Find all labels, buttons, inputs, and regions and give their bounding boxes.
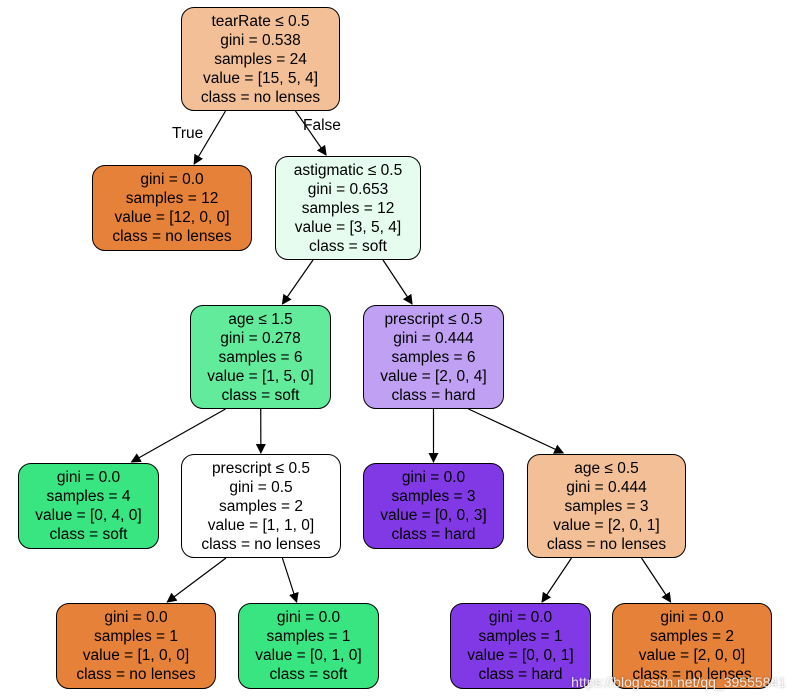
edge-arrow-4-to-8 xyxy=(468,408,565,454)
node-text-line: samples = 12 xyxy=(301,199,395,217)
watermark-text: https://blog.csdn.net/qq_39555841 xyxy=(571,674,786,690)
node-text-line: samples = 3 xyxy=(391,488,476,505)
node-text-line: value = [15, 5, 4] xyxy=(202,69,319,87)
node-text-line: value = [3, 5, 4] xyxy=(294,218,402,236)
edge-arrow-6-to-10 xyxy=(281,557,299,603)
node-text-line: value = [0, 4, 0] xyxy=(35,507,142,524)
node-text-line: gini = 0.0 xyxy=(401,469,466,486)
node-text-line: prescript ≤ 0.5 xyxy=(211,459,311,477)
node-text-line: gini = 0.0 xyxy=(276,609,341,626)
node-text-line: class = hard xyxy=(391,386,476,404)
node-text-line: samples = 6 xyxy=(391,348,476,366)
edge-arrow-8-to-12 xyxy=(640,557,672,603)
node-text-line: samples = 4 xyxy=(46,488,131,505)
edge-label-true: True xyxy=(172,125,204,142)
node-text-line: value = [12, 0, 0] xyxy=(114,209,230,226)
edge-label-false: False xyxy=(303,117,341,134)
tree-node-10: gini = 0.0 samples = 1 value = [0, 1, 0] cl… xyxy=(238,603,379,689)
node-text-line: gini = 0.5 xyxy=(229,478,293,496)
edge-arrow-2-to-4 xyxy=(382,259,413,305)
node-text-line: class = no lenses xyxy=(201,535,321,553)
node-text-line: class = soft xyxy=(221,386,300,404)
node-text-line: gini = 0.653 xyxy=(307,180,389,198)
tree-node-7: gini = 0.0 samples = 3 value = [0, 0, 3] cl… xyxy=(363,463,504,549)
node-text-line: value = [2, 0, 4] xyxy=(380,367,487,385)
node-text-line: gini = 0.278 xyxy=(220,329,301,347)
edge-arrow-2-to-3 xyxy=(281,259,314,305)
node-text-line: samples = 1 xyxy=(478,628,563,645)
node-text-line: class = soft xyxy=(269,666,348,683)
tree-node-9: gini = 0.0 samples = 1 value = [1, 0, 0] cl… xyxy=(56,603,216,689)
node-text-line: gini = 0.538 xyxy=(220,31,301,49)
node-text-line: class = hard xyxy=(391,526,476,543)
node-text-line: value = [2, 0, 0] xyxy=(638,647,746,664)
node-text-line: gini = 0.444 xyxy=(393,329,474,347)
node-text-line: samples = 1 xyxy=(93,628,178,645)
node-text-line: samples = 6 xyxy=(218,348,303,366)
edge-arrow-8-to-11 xyxy=(541,557,572,603)
node-text-line: value = [2, 0, 1] xyxy=(553,516,660,534)
node-text-line: class = soft xyxy=(309,237,387,255)
tree-node-12: gini = 0.0 samples = 2 value = [2, 0, 0] cl… xyxy=(612,603,772,689)
edge-arrow-3-to-5 xyxy=(130,408,226,463)
tree-node-1: gini = 0.0 samples = 12 value = [12, 0, 0]… xyxy=(92,165,252,251)
edge-arrow-6-to-9 xyxy=(166,557,227,603)
tree-node-5: gini = 0.0 samples = 4 value = [0, 4, 0] cl… xyxy=(18,463,159,549)
node-text-line: samples = 2 xyxy=(218,497,303,515)
node-text-line: gini = 0.0 xyxy=(104,609,168,626)
node-text-line: gini = 0.0 xyxy=(140,171,204,188)
node-text-line: class = hard xyxy=(478,666,563,683)
node-text-line: astigmatic ≤ 0.5 xyxy=(293,161,403,179)
edge-arrow-0-to-2 xyxy=(295,110,327,156)
node-text-line: samples = 12 xyxy=(125,190,219,207)
node-text-line: gini = 0.0 xyxy=(660,609,724,626)
node-text-line: prescript ≤ 0.5 xyxy=(384,310,483,328)
node-text-line: class = no lenses xyxy=(632,666,752,683)
node-text-line: age ≤ 1.5 xyxy=(228,310,293,328)
node-text-line: gini = 0.0 xyxy=(56,469,121,486)
node-text-line: value = [0, 1, 0] xyxy=(255,647,362,664)
edge-arrow-0-to-1 xyxy=(193,110,227,165)
node-text-line: tearRate ≤ 0.5 xyxy=(211,12,310,30)
tree-node-11: gini = 0.0 samples = 1 value = [0, 0, 1] cl… xyxy=(450,603,591,689)
node-text-line: value = [1, 5, 0] xyxy=(207,367,314,385)
node-text-line: class = no lenses xyxy=(76,666,196,683)
node-text-line: class = soft xyxy=(49,526,128,543)
node-text-line: value = [0, 0, 3] xyxy=(380,507,487,524)
node-text-line: value = [1, 0, 0] xyxy=(82,647,190,664)
node-text-line: value = [1, 1, 0] xyxy=(207,516,315,534)
node-text-line: samples = 2 xyxy=(649,628,734,645)
node-text-line: class = no lenses xyxy=(112,228,232,245)
node-text-line: samples = 24 xyxy=(214,50,307,68)
node-text-line: class = no lenses xyxy=(546,535,667,553)
node-text-line: age ≤ 0.5 xyxy=(574,459,639,477)
node-text-line: gini = 0.0 xyxy=(488,609,553,626)
node-text-line: samples = 3 xyxy=(564,497,649,515)
node-text-line: class = no lenses xyxy=(200,88,321,106)
node-text-line: value = [0, 0, 1] xyxy=(467,647,574,664)
node-text-line: samples = 1 xyxy=(266,628,351,645)
node-text-line: gini = 0.444 xyxy=(566,478,647,496)
